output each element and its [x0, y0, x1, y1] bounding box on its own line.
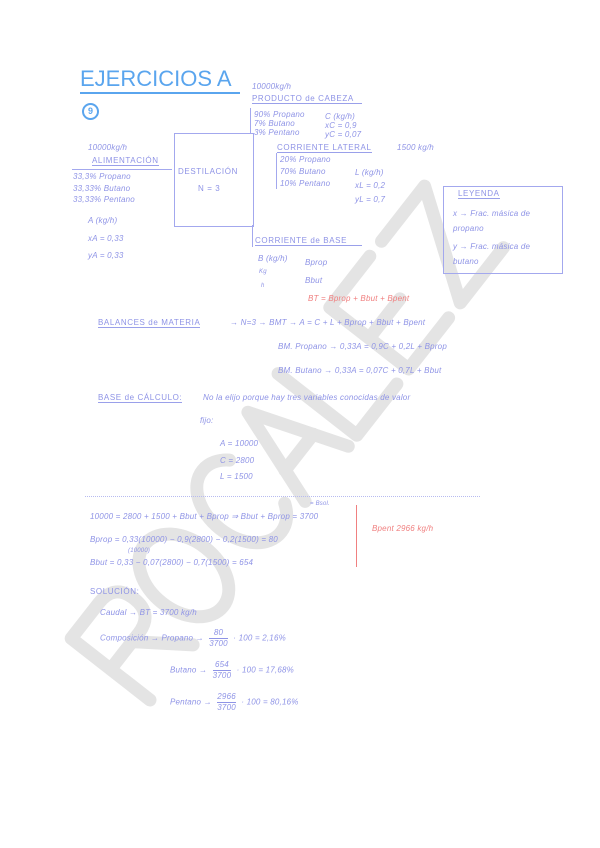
feed-label: ALIMENTACIÓN	[92, 156, 159, 166]
distillation-column	[174, 133, 254, 227]
composition-label: Composición →	[100, 633, 160, 643]
base-value-a: A = 10000	[220, 439, 259, 448]
bottom-item-prop: Bprop	[305, 258, 328, 267]
base-value-l: L = 1500	[220, 472, 253, 481]
numerator: 654	[212, 660, 232, 671]
feed-comp-3: 33,33% Pentano	[73, 195, 135, 204]
side-comp-1: 20% Propano	[280, 155, 331, 164]
balances-heading: BALANCES de MATERIA	[98, 318, 201, 328]
bottom-unit-kg: Kg	[259, 269, 267, 275]
side-flow: 1500 kg/h	[397, 143, 434, 152]
head-line	[250, 108, 251, 134]
page-title: EJERCICIOS A	[80, 66, 240, 94]
balance-butano: BM. Butano → 0,33A = 0,07C + 0,7L + Bbut	[278, 366, 442, 375]
row-name: Propano →	[161, 633, 204, 643]
side-var-2: xL = 0,2	[355, 181, 386, 190]
base-value-c: C = 2800	[220, 456, 255, 465]
side-var-1: L (kg/h)	[355, 168, 384, 177]
balances-bmt: → N=3 → BMT → A = C + L + Bprop + Bbut +…	[230, 318, 426, 327]
brace	[356, 505, 361, 567]
head-flow: 10000kg/h	[252, 82, 292, 91]
bottom-line	[252, 225, 253, 247]
feed-var-2: xA = 0,33	[88, 234, 124, 243]
numerator: 2966	[217, 692, 236, 703]
eq1-note: = Bsol.	[310, 501, 330, 507]
side-comp-3: 10% Pentano	[280, 179, 331, 188]
bottom-var: B (kg/h)	[258, 254, 288, 263]
pentano-result: Bpent 2966 kg/h	[372, 524, 434, 533]
bottom-item-but: Bbut	[305, 276, 323, 285]
equation-3: Bbut = 0,33 − 0,07(2800) − 0,7(1500) = 6…	[90, 558, 254, 567]
side-label: CORRIENTE LATERAL	[277, 143, 372, 153]
row-result: · 100 = 2,16%	[233, 633, 286, 643]
side-comp-2: 70% Butano	[280, 167, 326, 176]
column-stages: N = 3	[198, 184, 221, 193]
legend-item-x: x → Frac. másica de propano	[453, 209, 531, 233]
side-var-3: yL = 0,7	[355, 195, 386, 204]
solution-caudal: Caudal → BT = 3700 kg/h	[100, 608, 197, 617]
equation-1: 10000 = 2800 + 1500 + Bbut + Bprop ⇒ Bbu…	[90, 512, 319, 521]
head-comp-1: 90% Propano	[254, 110, 305, 119]
row-name: Butano →	[170, 665, 208, 675]
denominator: 3700	[209, 639, 228, 648]
feed-var-1: A (kg/h)	[88, 216, 118, 225]
divider	[85, 496, 480, 497]
feed-flow: 10000kg/h	[88, 143, 128, 152]
feed-comp-2: 33,33% Butano	[73, 184, 131, 193]
head-comp-2: 7% Butano	[254, 119, 295, 128]
feed-arrow	[72, 169, 172, 170]
side-line	[276, 153, 277, 189]
denominator: 3700	[212, 671, 232, 680]
equation-2: Bprop = 0,33(10000) − 0,9(2800) − 0,2(15…	[90, 535, 278, 544]
row-result: · 100 = 80,16%	[241, 697, 299, 707]
row-result: · 100 = 17,68%	[236, 665, 294, 675]
exercise-number: 9	[82, 103, 99, 120]
head-var-2: xC = 0,9	[325, 121, 357, 130]
head-label: PRODUCTO de CABEZA	[252, 94, 362, 104]
watermark-letter-e	[323, 249, 456, 376]
bottom-total: BT = Bprop + Bbut + Bpent	[308, 294, 410, 303]
legend-title: LEYENDA	[458, 189, 500, 199]
legend-item-y: y → Frac. másica de butano	[453, 242, 531, 266]
feed-comp-1: 33,3% Propano	[73, 172, 131, 181]
head-comp-3: 3% Pentano	[254, 128, 300, 137]
legend-box	[443, 186, 563, 274]
denominator: 3700	[217, 703, 236, 712]
numerator: 80	[209, 628, 228, 639]
feed-var-3: yA = 0,33	[88, 251, 124, 260]
column-label: DESTILACIÓN	[178, 167, 238, 176]
head-var-1: C (kg/h)	[325, 112, 356, 121]
head-var-3: yC = 0,07	[325, 130, 362, 139]
bottom-unit-h: h	[261, 283, 265, 289]
base-text-1: No la elijo porque hay tres variables co…	[203, 393, 411, 402]
solution-heading: SOLUCIÓN:	[90, 587, 140, 596]
bottom-label: CORRIENTE de BASE	[255, 236, 362, 246]
watermark-letter-l	[271, 367, 404, 442]
balance-propano: BM. Propano → 0,33A = 0,9C + 0,2L + Bpro…	[278, 342, 447, 351]
base-text-2: fijo:	[200, 416, 214, 425]
row-name: Pentano →	[170, 697, 212, 707]
base-heading: BASE de CÁLCULO:	[98, 393, 183, 403]
eq3-note: (10000)	[128, 548, 151, 554]
